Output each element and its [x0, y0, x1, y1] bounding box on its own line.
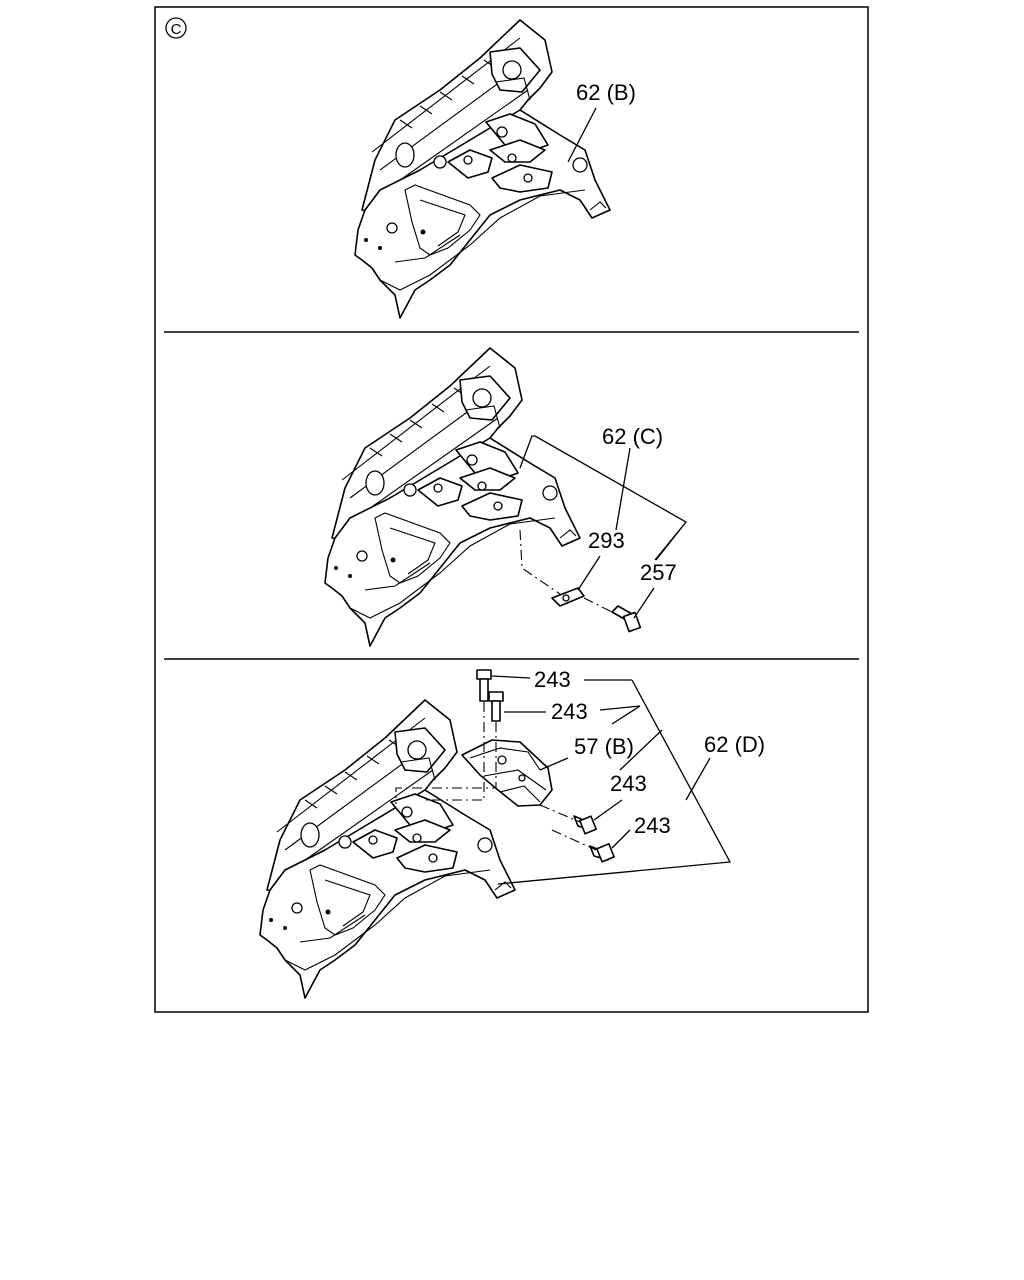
panel-bottom-apron — [259, 699, 516, 999]
panel-middle-apron — [324, 347, 581, 647]
bracket-57b — [461, 739, 553, 807]
bolt-257 — [611, 605, 642, 633]
svg-text:C: C — [171, 21, 182, 38]
callout-243-3: 243 — [593, 771, 647, 821]
svg-text:257: 257 — [640, 560, 677, 585]
svg-text:243: 243 — [634, 813, 671, 838]
callout-62d: 62 (D) — [497, 679, 765, 885]
svg-text:62 (B): 62 (B) — [576, 80, 636, 105]
diagram-frame — [154, 6, 869, 1013]
bolt-243-d — [589, 843, 615, 863]
callout-293: 293 — [577, 528, 625, 591]
callout-257: 257 — [633, 560, 677, 619]
svg-text:62 (C): 62 (C) — [602, 424, 663, 449]
bottom-dash-lines — [395, 702, 597, 851]
callout-243-2: 243 — [504, 699, 641, 724]
svg-text:293: 293 — [588, 528, 625, 553]
callout-57b: 57 (B) — [539, 734, 634, 771]
callout-243-1: 243 — [491, 667, 632, 692]
svg-text:57 (B): 57 (B) — [574, 734, 634, 759]
callout-62b: 62 (B) — [567, 80, 636, 163]
svg-text:243: 243 — [534, 667, 571, 692]
svg-text:62 (D): 62 (D) — [704, 732, 765, 757]
copyright-mark: C — [165, 17, 187, 39]
callout-62c: 62 (C) — [519, 424, 687, 561]
bolt-243-a — [476, 669, 492, 702]
panel-top-apron — [354, 19, 611, 319]
bolt-243-b — [488, 691, 504, 722]
bolt-243-c — [573, 815, 597, 835]
panel-middle-bracket-293 — [519, 529, 617, 615]
svg-text:243: 243 — [610, 771, 647, 796]
svg-text:243: 243 — [551, 699, 588, 724]
callout-243-4: 243 — [611, 813, 671, 849]
